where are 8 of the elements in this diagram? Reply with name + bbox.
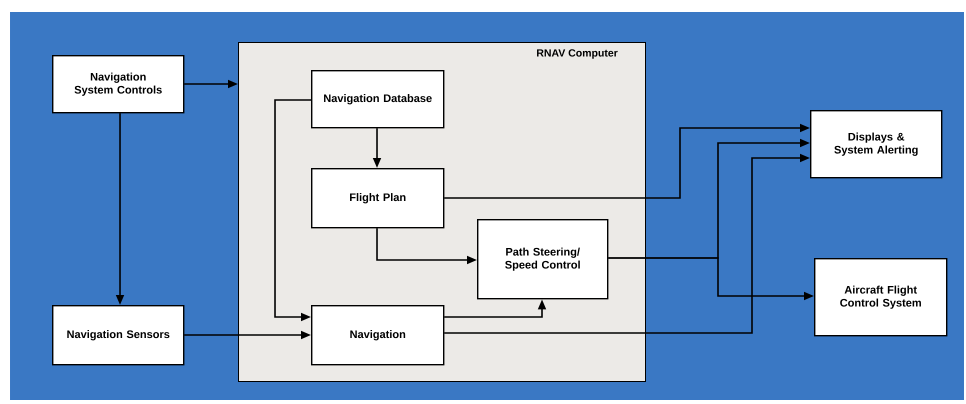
process-box: Navigation System Controls — [52, 55, 184, 114]
process-box: Displays & System Alerting — [810, 110, 942, 178]
process-box: Path Steering/ Speed Control — [477, 219, 608, 300]
process-box: Navigation Sensors — [52, 305, 184, 366]
process-box: Flight Plan — [311, 168, 444, 228]
process-box: Aircraft Flight Control System — [814, 258, 948, 336]
process-box: Navigation — [311, 305, 444, 366]
process-box: Navigation Database — [311, 70, 444, 128]
